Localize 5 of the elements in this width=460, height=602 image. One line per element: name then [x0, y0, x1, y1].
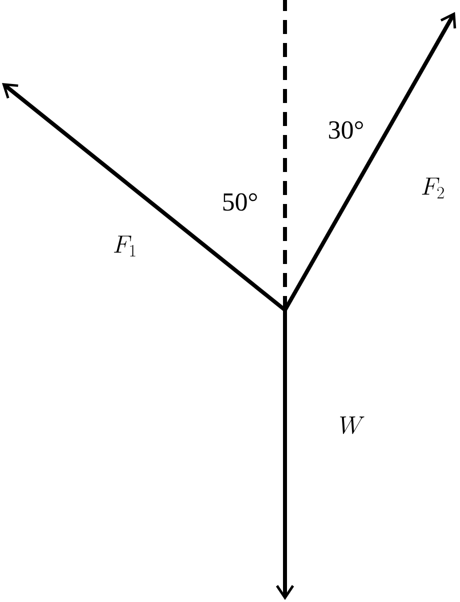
force-label: $F_1$ — [114, 236, 136, 256]
angle-label: 30° — [329, 121, 363, 139]
force-label: $F_2$ — [422, 178, 444, 198]
angle-label: 50° — [223, 193, 257, 211]
force-label: $W$ — [340, 416, 364, 434]
